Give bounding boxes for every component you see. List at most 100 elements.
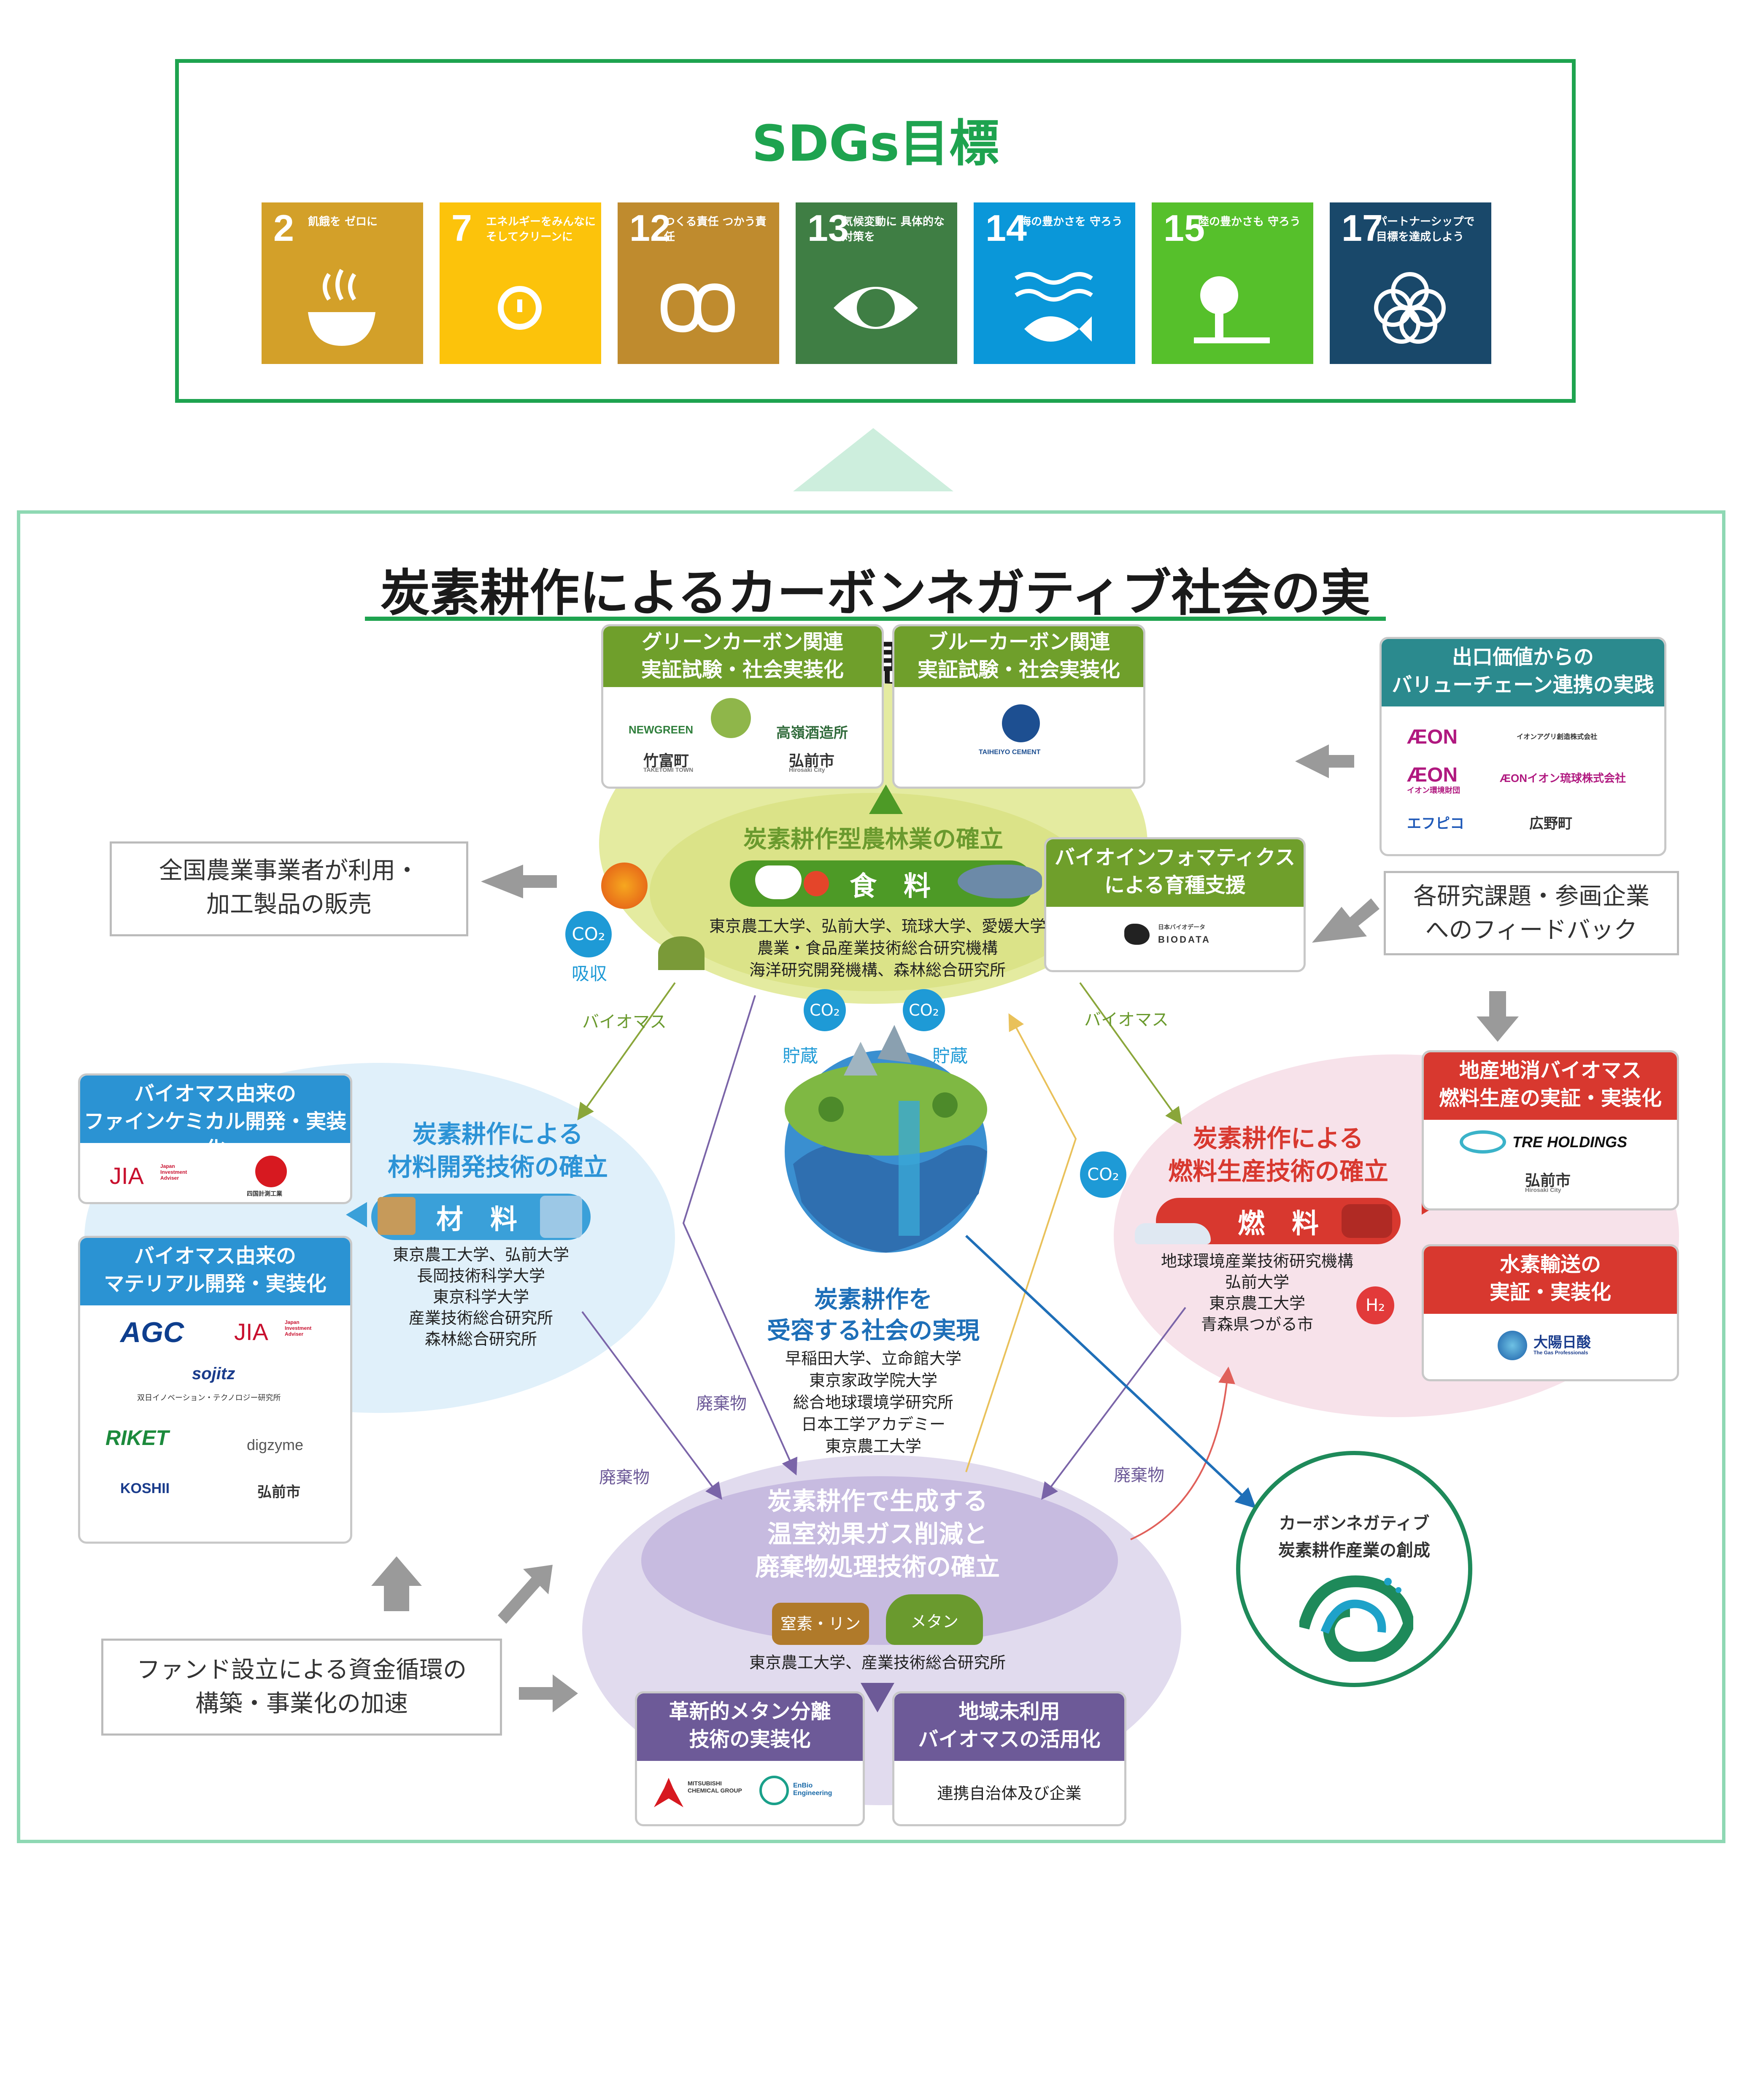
title-underline [365,617,1386,621]
society-member-4: 日本工学アカデミー [801,1415,945,1434]
material-title: 炭素耕作による 材料開発技術の確立 [367,1118,629,1183]
co2-absorb-bubble: CO₂ [565,911,612,957]
national-line1: 全国農業事業者が利用・ [159,857,419,884]
biodata-sub: 日本バイオデータ [1158,924,1205,930]
aeon-agri-logo: イオンアグリ創造株式会社 [1517,733,1598,741]
waste-label-left: 廃棄物 [599,1468,650,1487]
sdg-goal-number: 2 [273,207,294,249]
ghg-title2: 温室効果ガス削減と [767,1520,988,1548]
food-member-3: 海洋研究開発機構、森林総合研究所 [749,961,1006,979]
jia-logo-2: JIA [234,1318,268,1345]
hirosaki-logo-2: 弘前市 [257,1484,300,1500]
waste-label-center: 廃棄物 [696,1394,747,1413]
train-icon [1135,1223,1211,1244]
fund-line2: 構築・事業化の加速 [195,1690,408,1717]
material-pill-label: 材 料 [436,1204,517,1235]
waste-label-right: 廃棄物 [1114,1466,1164,1485]
taiyo-nippon-emblem-icon [1498,1331,1527,1360]
bioinfo-title2: による育種支援 [1104,873,1246,897]
sdg-goal-number: 7 [451,207,472,249]
biodata-logo: BIODATA [1158,934,1211,945]
clothing-icon [540,1196,582,1238]
tre-logo: TRE HOLDINGS [1512,1133,1628,1151]
society-members: 早稲田大学、立命館大学 東京家政学院大学 総合地球環境学研究所 日本工学アカデミ… [742,1348,1004,1457]
mitsubishi-emblem-icon [654,1778,683,1807]
taiyo-nippon-logo: 大陽日酸 [1533,1334,1591,1351]
fuel-title2: 燃料生産技術の確立 [1168,1157,1388,1186]
fund-line1: ファンド設立による資金循環の [136,1656,467,1684]
food-pill-label: 食 料 [850,871,931,902]
sdg-goal-label: 陸の豊かさも 守ろう [1198,216,1301,228]
industry-wave-logo-icon [1299,1575,1413,1662]
industry-line1: カーボンネガティブ [1279,1514,1430,1533]
blue-carbon-box: ブルーカーボン関連 実証試験・社会実装化 TAIHEIYO CEMENT [892,624,1145,789]
shikoku-logo: 四国計測工業 [247,1190,282,1197]
ghg-title1: 炭素耕作で生成する [767,1487,988,1515]
sdg-goal-label: 海の豊かさを 守ろう [1020,216,1123,228]
hirono-logo: 広野町 [1529,816,1572,832]
green-carbon-title2: 実証試験・社会実装化 [641,658,844,682]
fuel-member-2: 弘前大学 [1225,1273,1289,1291]
material-pill: 材 料 [371,1194,591,1240]
newgreen-logo: NEWGREEN [629,723,694,736]
fund-text: ファンド設立による資金循環の 構築・事業化の加速 [103,1653,500,1721]
fuel-member-4: 青森県つがる市 [1201,1315,1313,1334]
sdg-goal-number: 14 [985,207,1027,249]
sdg-goal-14-icon [1015,272,1093,342]
material-title2: 材料開発技術の確立 [387,1153,608,1181]
shikoku-emblem-icon [255,1156,287,1187]
fine-title2: ファインケミカル開発・実装化 [84,1110,347,1161]
co2-storage-bubble-left: CO₂ [804,989,846,1031]
biomass-label-left: バイオマス [582,1012,667,1032]
value-chain-box: 出口価値からの バリューチェーン連携の実践 ÆON イオンアグリ創造株式会社 Æ… [1380,637,1666,856]
society-title1: 炭素耕作を [814,1286,932,1313]
local-title1: 地産地消バイオマス [1459,1059,1641,1082]
sdg-goal-7-tile: 7 エネルギーをみんなに そしてクリーンに [440,202,601,364]
sdg-goal-label: エネルギーをみんなに そしてクリーンに [486,216,596,243]
taketomi-logo: 竹富町 [643,752,689,769]
national-text: 全国農業事業者が利用・ 加工製品の販売 [112,854,466,922]
sdg-goal-13-icon [834,287,918,329]
aeon-logo: ÆON [1407,726,1458,748]
green-carbon-box: グリーンカーボン関連 実証試験・社会実装化 NEWGREEN 高嶺酒造所 竹富町… [601,624,884,789]
hirosaki-logo: 弘前市 [789,752,835,769]
taketomi-emblem-icon [711,698,751,738]
ghg-title: 炭素耕作で生成する 温室効果ガス削減と 廃棄物処理技術の確立 [675,1485,1080,1583]
earth-globe-icon [785,1025,987,1253]
storage-label-right: 貯蔵 [932,1046,968,1066]
sdg-goal-number: 15 [1164,207,1205,249]
sdg-goal-number: 17 [1342,207,1383,249]
regional-biomass-box: 地域未利用 バイオマスの活用化 連携自治体及び企業 [892,1691,1126,1826]
sojitz-sub: 双日イノベーション・テクノロジー研究所 [137,1394,281,1402]
regional-text: 連携自治体及び企業 [937,1784,1082,1803]
methane-separation-header: 革新的メタン分離 技術の実装化 [637,1693,863,1761]
ghg-zone-inner [641,1476,1118,1645]
society-member-1: 早稲田大学、立命館大学 [785,1349,961,1368]
enbio-emblem-icon [759,1776,789,1805]
material-member-2: 長岡技術科学大学 [416,1267,545,1285]
jia-sub-2: Japan Investment Adviser [285,1319,312,1337]
tomato-icon [804,871,829,896]
taiyo-nippon-sub: The Gas Professionals [1533,1350,1588,1356]
mitsubishi-chemical-logo: MITSUBISHI CHEMICAL GROUP [688,1780,742,1794]
jia-sub: Japan Investment Adviser [160,1163,187,1181]
sdg-title: SDGs目標 [751,114,999,173]
material-dev-box: バイオマス由来の マテリアル開発・実装化 AGC JIA Japan Inves… [78,1236,352,1544]
agc-logo: AGC [120,1316,184,1348]
sdg-goal-17-icon [1374,272,1446,344]
hydrogen-box: 水素輸送の 実証・実装化 大陽日酸 The Gas Professionals [1422,1244,1679,1381]
sdg-goal-number: 12 [629,207,671,249]
co2-fuel-bubble: CO₂ [1080,1151,1126,1198]
blue-carbon-title2: 実証試験・社会実装化 [917,658,1120,682]
bioinformatics-box: バイオインフォマティクス による育種支援 日本バイオデータ BIODATA [1044,837,1306,972]
society-member-3: 総合地球環境学研究所 [793,1393,953,1412]
value-chain-title2: バリューチェーン連携の実践 [1392,673,1654,697]
food-member-1: 東京農工大学、弘前大学、琉球大学、愛媛大学 [709,917,1046,935]
material-dev-header: バイオマス由来の マテリアル開発・実装化 [80,1238,350,1305]
hirosaki-sub: Hirosaki City [789,766,825,773]
methane-chip: メタン [886,1594,983,1645]
hirosaki-sub-3: Hirosaki City [1525,1186,1561,1193]
aeon-env-sub: イオン環境財団 [1407,786,1460,795]
